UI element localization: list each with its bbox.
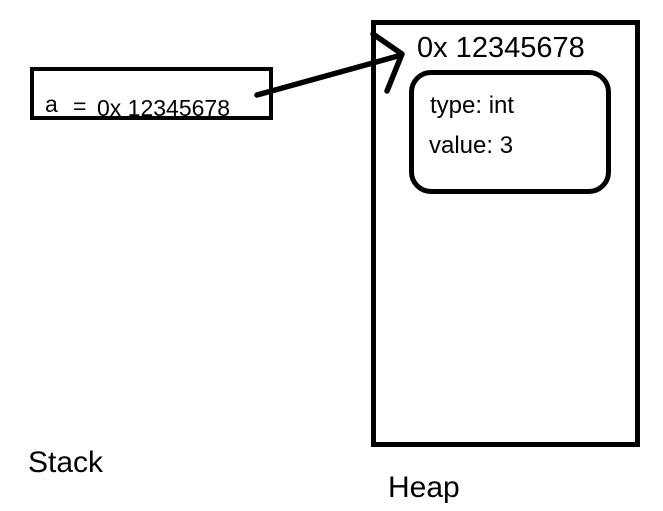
object-type-text: type: int — [430, 92, 515, 119]
stack-label: Stack — [28, 446, 104, 479]
variable-name: a — [45, 91, 58, 117]
variable-address-value: 0x 12345678 — [97, 95, 231, 121]
object-value-text: value: 3 — [429, 132, 514, 159]
heap-region-box — [371, 20, 640, 447]
stack-frame-box: a = 0x 12345678 — [30, 67, 273, 120]
heap-object-address: 0x 12345678 — [417, 32, 585, 64]
equals-sign: = — [73, 93, 87, 119]
heap-label: Heap — [388, 471, 460, 504]
int-object-box — [409, 70, 611, 194]
